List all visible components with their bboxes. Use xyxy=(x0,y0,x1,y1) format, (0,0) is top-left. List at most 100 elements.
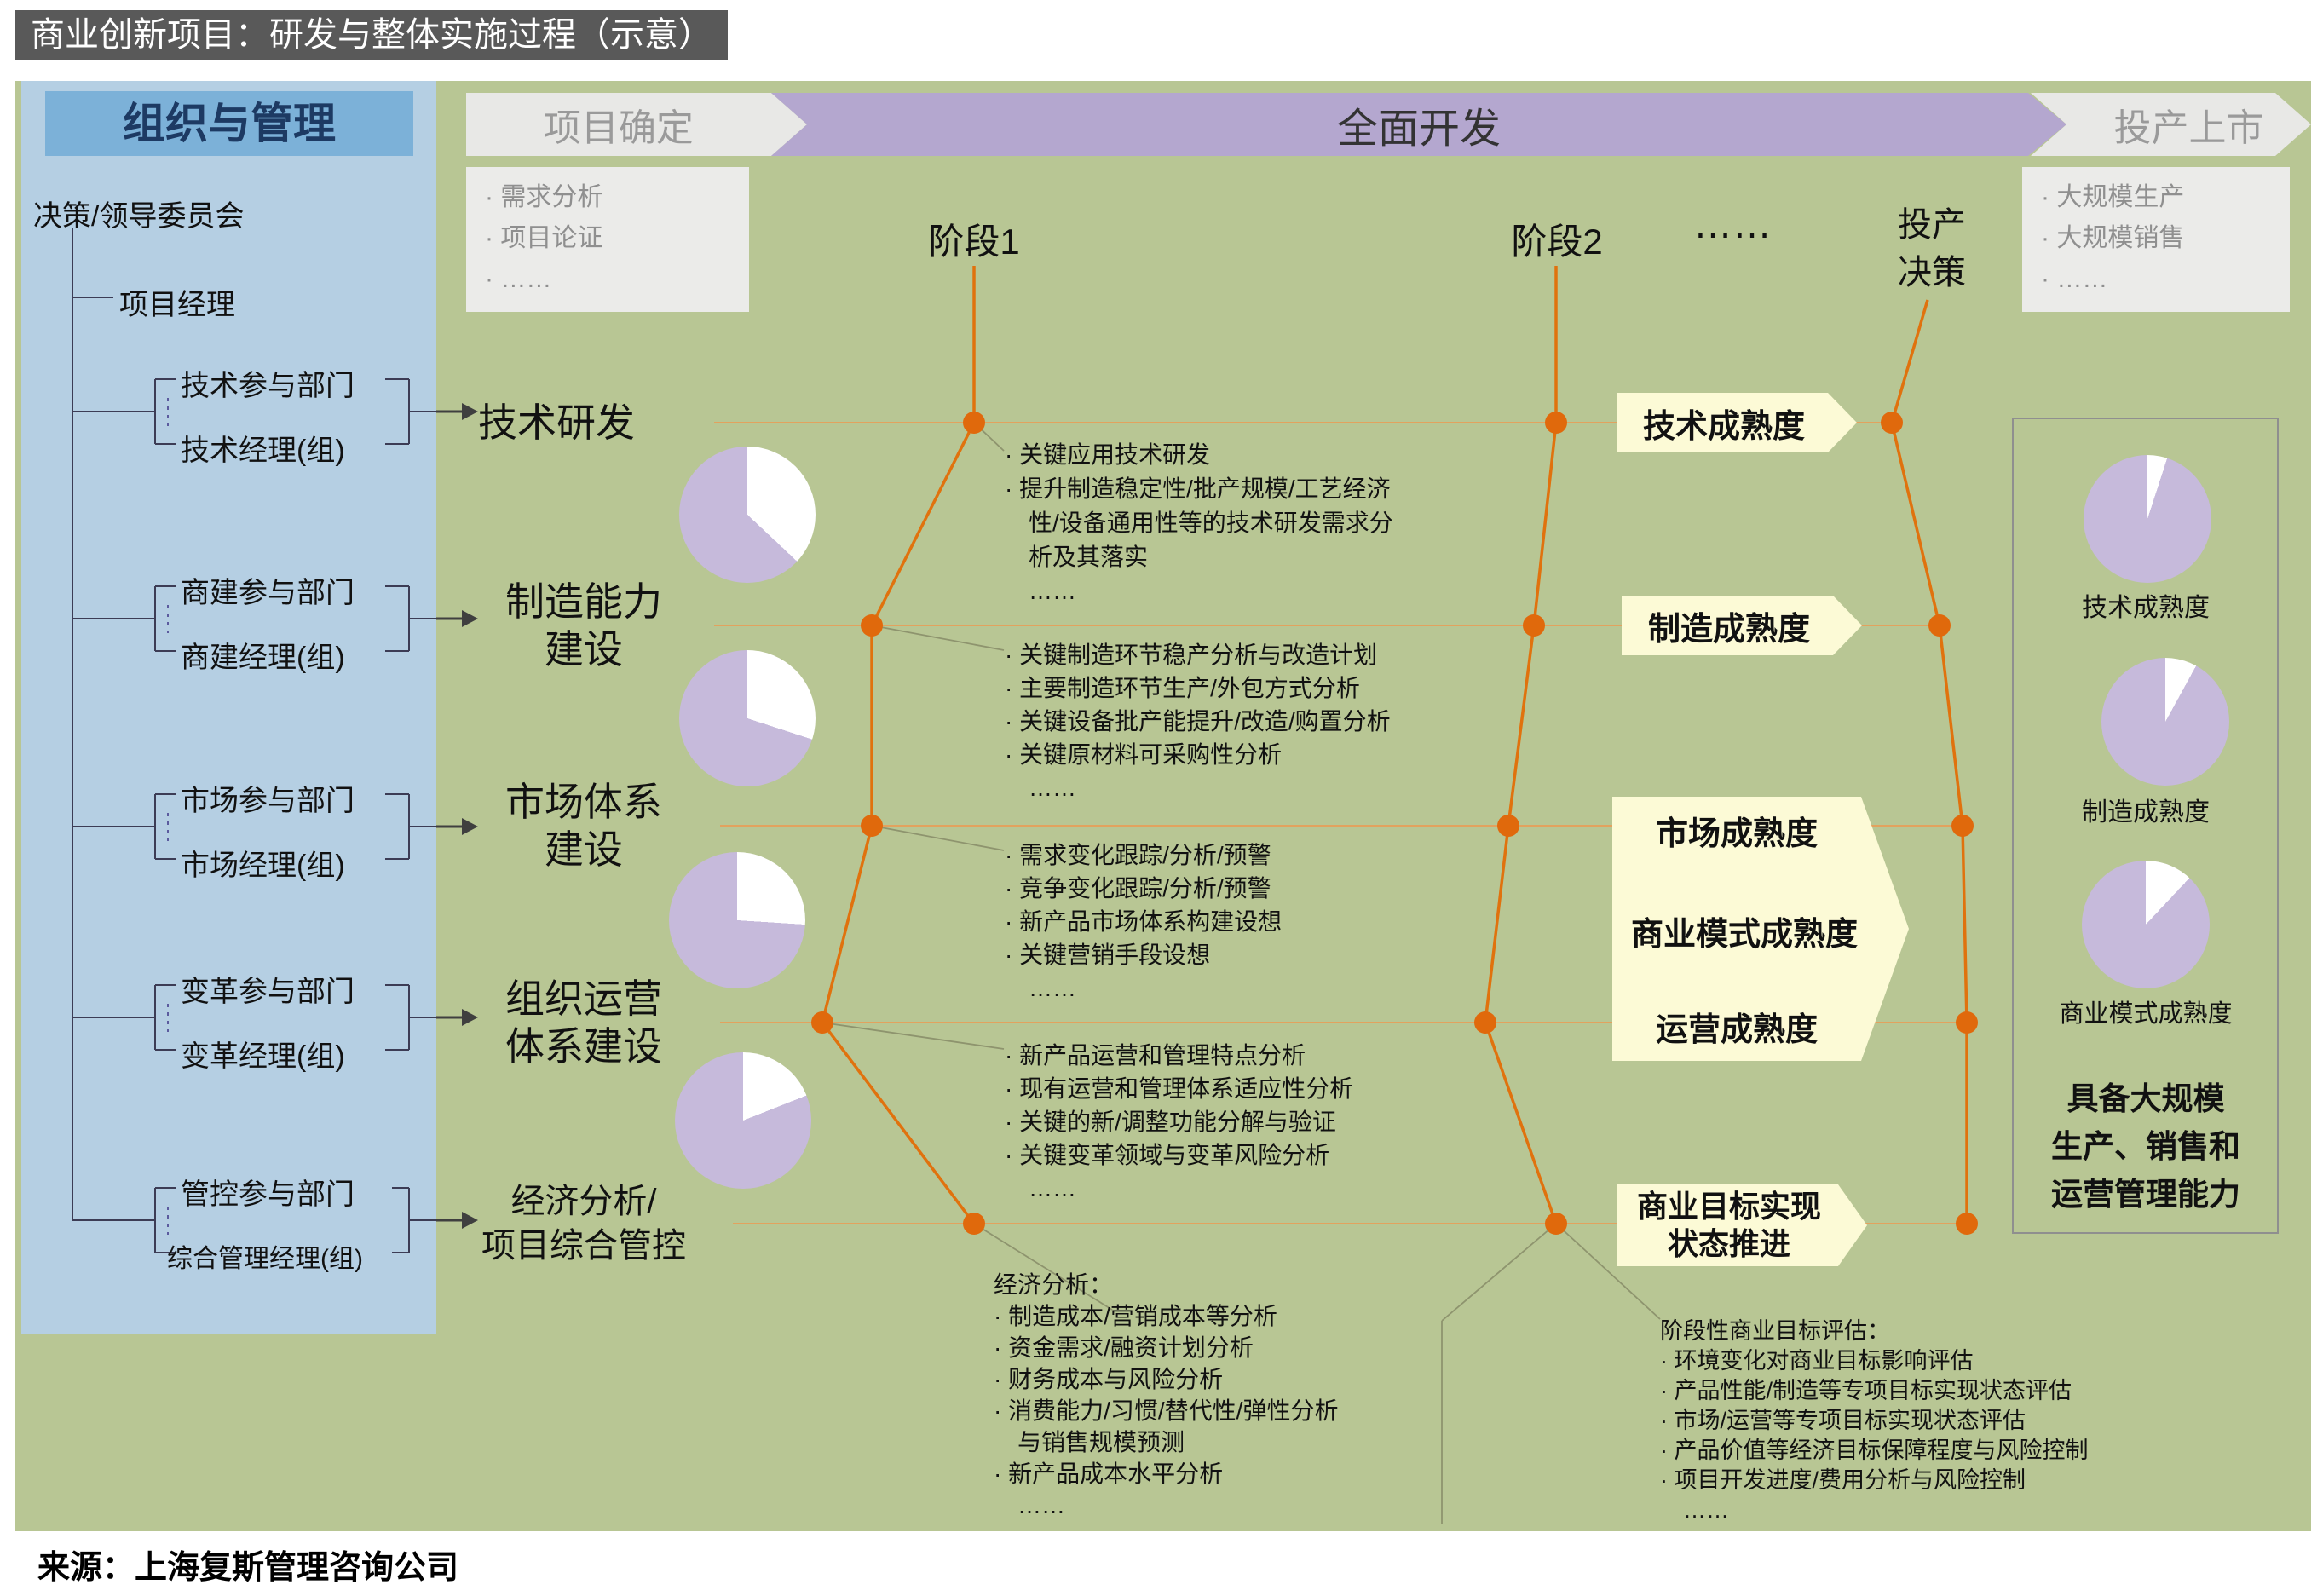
text-line: 与销售规模预测 xyxy=(994,1429,1185,1455)
maturity-pie-business-model-label: 商业模式成熟度 xyxy=(2059,1000,2233,1028)
stage1-label: 阶段1 xyxy=(928,222,1020,262)
mgr-label-build: 商建经理(组) xyxy=(181,642,345,674)
progress-pie-manufacturing xyxy=(679,650,816,786)
detail-block-goal-assessment: 阶段性商业目标评估：· 环境变化对商业目标影响评估· 产品性能/制造等专项目标实… xyxy=(1660,1317,2089,1525)
workstream-label-economic: 经济分析/项目综合管控 xyxy=(443,1179,724,1268)
maturity-flag-market: 市场成熟度 xyxy=(1655,816,1818,852)
detail-block-economic: 经济分析： · 制造成本/营销成本等分析 · 资金需求/融资计划分析 · 财务成本与风… xyxy=(994,1269,1338,1521)
detail-block-tech: · 关键应用技术研发· 提升制造稳定性/批产规模/工艺经济 性/设备通用性等的技… xyxy=(1005,438,1393,608)
detail-block-market: · 需求变化跟踪/分析/预警 · 竞争变化跟踪/分析/预警 · 新产品市场体系构建设… xyxy=(1005,838,1282,1005)
text-line: 析及其落实 xyxy=(1005,544,1149,570)
maturity-pie-manufacturing xyxy=(2101,658,2229,786)
dept-label-build: 商建参与部门 xyxy=(181,577,355,609)
text-line: · 产品价值等经济目标保障程度与风险控制 xyxy=(1660,1438,2089,1463)
text-line: · 提升制造稳定性/批产规模/工艺经济 xyxy=(1005,475,1391,502)
maturity-pie-tech xyxy=(2084,455,2211,583)
text-line: 体系建设 xyxy=(505,1024,662,1069)
text-line: 制造能力 xyxy=(505,579,662,624)
mgr-label-tech: 技术经理(组) xyxy=(181,435,345,467)
text-line: 投产 xyxy=(1898,206,1966,244)
text-line: 生产、销售和 xyxy=(2051,1129,2240,1164)
phase-band-develop: 全面开发 xyxy=(771,93,2066,156)
maturity-flag-tech: 技术成熟度 xyxy=(1617,393,1857,452)
text-line: · 现有运营和管理体系适应性分析 xyxy=(1005,1075,1354,1102)
text-line: · 产品性能/制造等专项目标实现状态评估 xyxy=(1660,1378,2072,1403)
text-line: · 关键原材料可采购性分析 xyxy=(1005,741,1283,768)
dept-label-tech: 技术参与部门 xyxy=(181,370,355,402)
text-line: · …… xyxy=(485,265,552,293)
org-panel-header: 组织与管理 xyxy=(45,91,413,156)
text-line: …… xyxy=(1005,775,1077,801)
text-line: · 市场/运营等专项目标实现状态评估 xyxy=(1660,1408,2026,1433)
determine-items-box: · 需求分析 · 项目论证 · …… xyxy=(466,167,749,312)
text-line: …… xyxy=(1005,1175,1077,1201)
text-line: · 消费能力/习惯/替代性/弹性分析 xyxy=(994,1397,1339,1424)
phase-band-launch: 投产上市 xyxy=(2031,93,2311,156)
maturity-summary-panel xyxy=(2012,418,2279,1234)
text-line: 组织运营 xyxy=(505,977,662,1021)
text-line: · 关键应用技术研发 xyxy=(1005,441,1211,468)
text-line: 市场体系 xyxy=(505,780,662,824)
text-line: · 关键制造环节稳产分析与改造计划 xyxy=(1005,642,1378,668)
text-line: · 新产品运营和管理特点分析 xyxy=(1005,1042,1306,1069)
workstream-label-tech-rd: 技术研发 xyxy=(478,399,717,447)
maturity-flag-operations: 运营成熟度 xyxy=(1655,1012,1818,1048)
maturity-flag-market-group: 市场成熟度 商业模式成熟度 运营成熟度 xyxy=(1612,797,1909,1061)
source-caption: 来源：上海复斯管理咨询公司 xyxy=(37,1550,459,1586)
dept-label-change: 变革参与部门 xyxy=(181,976,355,1008)
text-line: 建设 xyxy=(545,627,623,671)
dept-label-market: 市场参与部门 xyxy=(181,785,355,817)
text-line: 状态推进 xyxy=(1667,1226,1790,1261)
project-manager-label: 项目经理 xyxy=(119,289,235,321)
workstream-label-market: 市场体系建设 xyxy=(464,778,703,873)
text-line: 建设 xyxy=(545,827,623,872)
maturity-pie-business-model xyxy=(2082,861,2210,988)
text-line: · 项目开发进度/费用分析与风险控制 xyxy=(1660,1467,2026,1493)
text-line: · 制造成本/营销成本等分析 xyxy=(994,1303,1277,1329)
text-line: 阶段性商业目标评估： xyxy=(1660,1318,1890,1344)
text-line: …… xyxy=(1660,1497,1729,1523)
text-line: · 财务成本与风险分析 xyxy=(994,1366,1224,1392)
stage-ellipsis-label: …… xyxy=(1693,202,1772,246)
text-line: …… xyxy=(1005,975,1077,1001)
text-line: · 大规模生产 xyxy=(2041,183,2185,211)
text-line: · 需求变化跟踪/分析/预警 xyxy=(1005,842,1271,868)
mgr-label-market: 市场经理(组) xyxy=(181,850,345,882)
detail-block-operations: · 新产品运营和管理特点分析 · 现有运营和管理体系适应性分析 · 关键的新/调整功… xyxy=(1005,1039,1353,1205)
progress-pie-market xyxy=(669,852,805,988)
text-line: · 资金需求/融资计划分析 xyxy=(994,1334,1254,1361)
launch-items-box: · 大规模生产· 大规模销售· …… xyxy=(2022,167,2290,312)
workstream-label-operations: 组织运营体系建设 xyxy=(456,975,712,1070)
text-line: · 关键营销手段设想 xyxy=(1005,942,1211,968)
maturity-flag-business-model: 商业模式成熟度 xyxy=(1630,917,1858,953)
text-line: · 竞争变化跟踪/分析/预警 xyxy=(1005,875,1271,902)
text-line: · 新产品成本水平分析 xyxy=(994,1461,1224,1487)
maturity-pie-tech-label: 技术成熟度 xyxy=(2082,594,2210,622)
mgr-label-control: 综合管理经理(组) xyxy=(167,1245,363,1273)
maturity-pie-manufacturing-label: 制造成熟度 xyxy=(2082,798,2210,827)
text-line: · 项目论证 xyxy=(485,224,603,252)
text-line: · 新产品市场体系构建设想 xyxy=(1005,908,1283,935)
text-line: · 大规模销售 xyxy=(2041,224,2185,252)
text-line: · 主要制造环节生产/外包方式分析 xyxy=(1005,675,1360,701)
text-line: 决策 xyxy=(1898,254,1966,291)
text-line: 具备大规模 xyxy=(2066,1081,2225,1116)
text-line: · 关键设备批产能提升/改造/购置分析 xyxy=(1005,708,1391,735)
progress-pie-tech xyxy=(679,447,816,583)
org-management-panel xyxy=(21,81,436,1334)
text-line: 经济分析： xyxy=(994,1271,1114,1298)
detail-block-manufacturing: · 关键制造环节稳产分析与改造计划 · 主要制造环节生产/外包方式分析 · 关键设备… xyxy=(1005,638,1391,804)
text-line: 商业目标实现 xyxy=(1636,1189,1821,1224)
workstream-label-manufacturing: 制造能力建设 xyxy=(464,578,703,673)
text-line: · 需求分析 xyxy=(485,183,603,211)
text-line: 技术研发 xyxy=(478,400,635,445)
stage2-label: 阶段2 xyxy=(1511,222,1603,262)
capability-summary-text: 具备大规模生产、销售和运营管理能力 xyxy=(2014,1075,2278,1219)
text-line: · 关键变革领域与变革风险分析 xyxy=(1005,1142,1330,1168)
text-line: …… xyxy=(994,1492,1066,1518)
text-line: · 关键的新/调整功能分解与验证 xyxy=(1005,1109,1336,1135)
committee-label: 决策/领导委员会 xyxy=(33,200,245,233)
mgr-label-change: 变革经理(组) xyxy=(181,1040,345,1073)
maturity-flag-goal: 商业目标实现状态推进 xyxy=(1617,1184,1867,1266)
